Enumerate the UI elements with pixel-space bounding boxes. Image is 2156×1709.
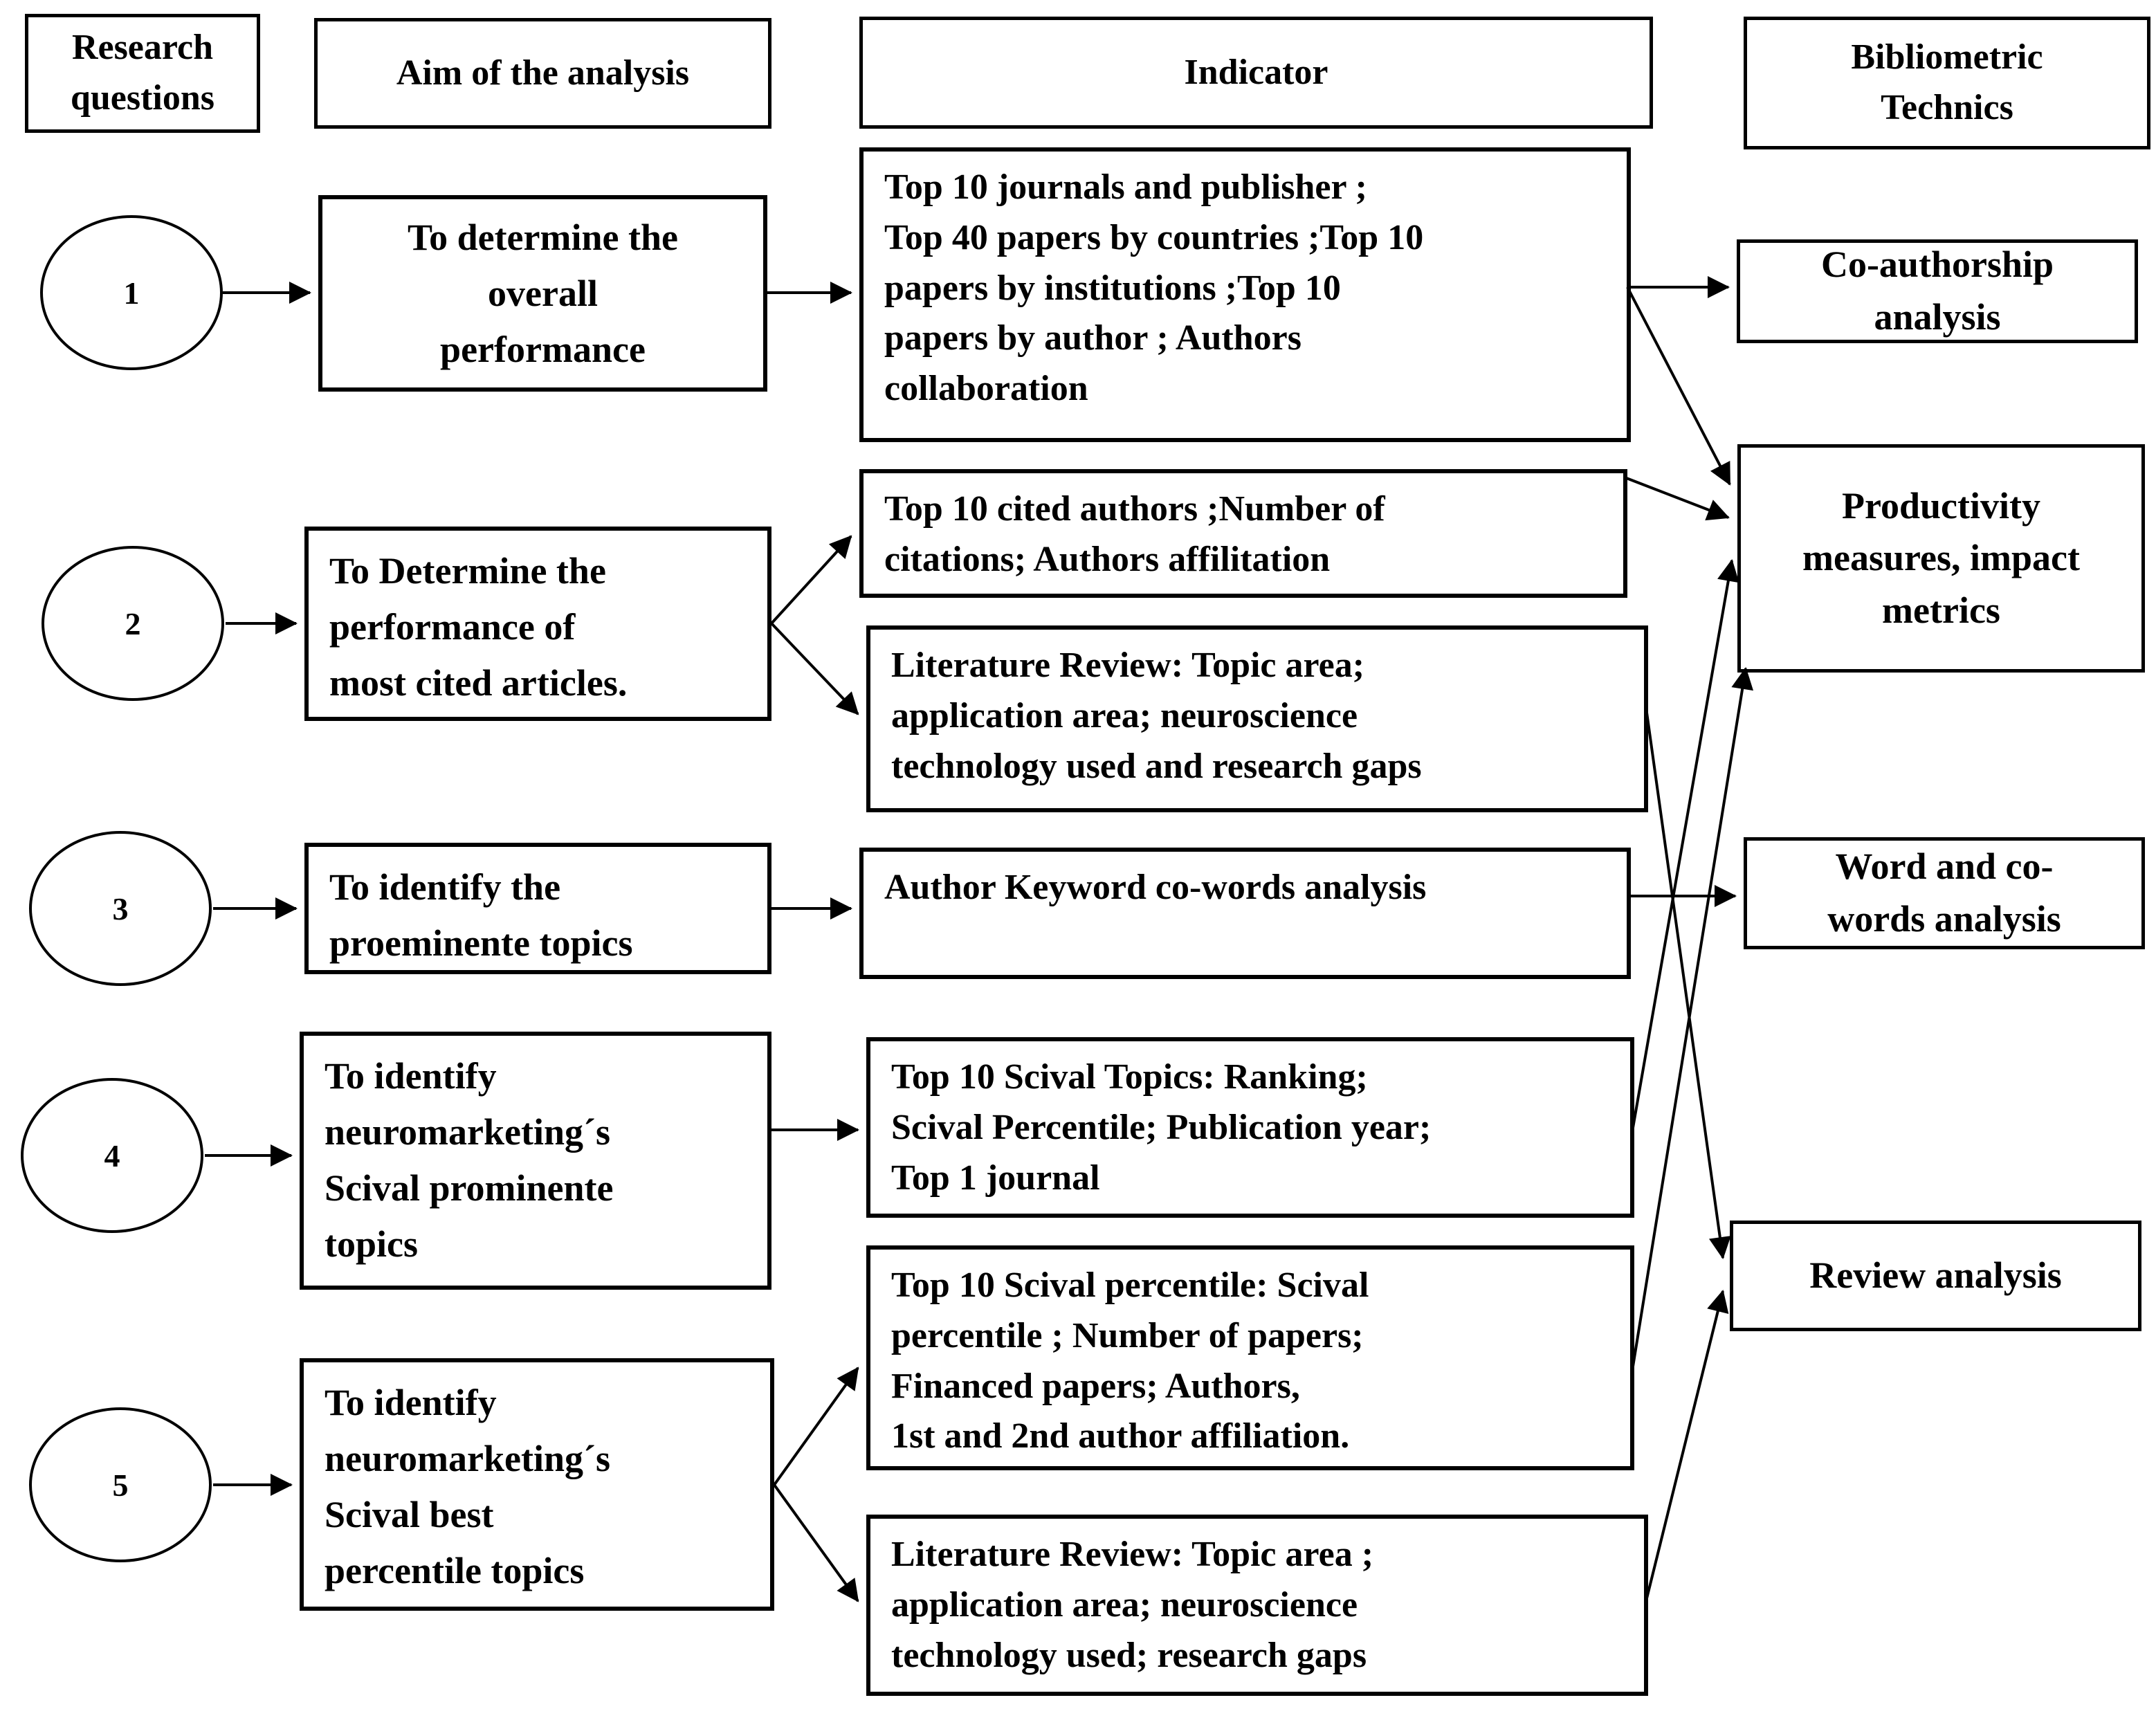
question-number-4: 4 xyxy=(104,1137,120,1173)
arrow-ind5b-review xyxy=(1645,1290,1729,1599)
technic-review: Review analysis xyxy=(1730,1221,2141,1331)
aim-box-2: To Determine the performance of most cit… xyxy=(304,527,771,721)
question-circle-3: 3 xyxy=(29,831,212,986)
arrow-aim2-ind2b xyxy=(770,622,859,715)
technic-productivity: Productivity measures, impact metrics xyxy=(1737,444,2145,673)
question-circle-5: 5 xyxy=(29,1407,212,1562)
indicator-scival-percentile: Top 10 Scival percentile: Scival percent… xyxy=(866,1245,1634,1470)
indicator-literature-review-percentile: Literature Review: Topic area ; applicat… xyxy=(866,1515,1648,1696)
indicator-cited-authors: Top 10 cited authors ;Number of citation… xyxy=(859,469,1627,598)
indicator-overall-performance: Top 10 journals and publisher ; Top 40 p… xyxy=(859,147,1631,442)
arrow-ind2a-productivity xyxy=(1624,476,1730,521)
technic-words: Word and co- words analysis xyxy=(1744,837,2145,949)
aim-box-1: To determine the overall performance xyxy=(318,195,767,392)
indicator-keyword-cowords: Author Keyword co-words analysis xyxy=(859,848,1631,979)
aim-box-4: To identify neuromarketing´s Scival prom… xyxy=(300,1032,771,1290)
question-number-5: 5 xyxy=(112,1467,129,1503)
question-circle-2: 2 xyxy=(42,546,224,701)
question-circle-1: 1 xyxy=(40,215,223,370)
question-circle-4: 4 xyxy=(21,1078,203,1233)
arrow-ind2b-review xyxy=(1645,712,1731,1259)
technic-coauthorship: Co-authorship analysis xyxy=(1737,239,2138,343)
arrow-ind5a-productivity xyxy=(1632,667,1754,1367)
arrow-aim2-ind2a xyxy=(770,535,852,625)
question-number-1: 1 xyxy=(123,275,140,311)
question-number-3: 3 xyxy=(112,890,129,926)
arrow-ind1-productivity xyxy=(1626,286,1731,486)
aim-box-5: To identify neuromarketing´s Scival best… xyxy=(300,1358,774,1611)
header-aim: Aim of the analysis xyxy=(314,18,771,129)
arrow-aim5-ind5a xyxy=(773,1367,859,1486)
indicator-scival-topics: Top 10 Scival Topics: Ranking; Scival Pe… xyxy=(866,1037,1634,1218)
question-number-2: 2 xyxy=(125,605,141,641)
header-research-questions: Research questions xyxy=(25,14,260,133)
aim-box-3: To identify the proeminente topics xyxy=(304,843,771,974)
arrow-aim5-ind5b xyxy=(773,1483,859,1602)
header-indicator: Indicator xyxy=(859,17,1653,129)
header-bibliometric-technics: Bibliometric Technics xyxy=(1744,17,2150,149)
indicator-literature-review-cited: Literature Review: Topic area; applicati… xyxy=(866,625,1648,812)
